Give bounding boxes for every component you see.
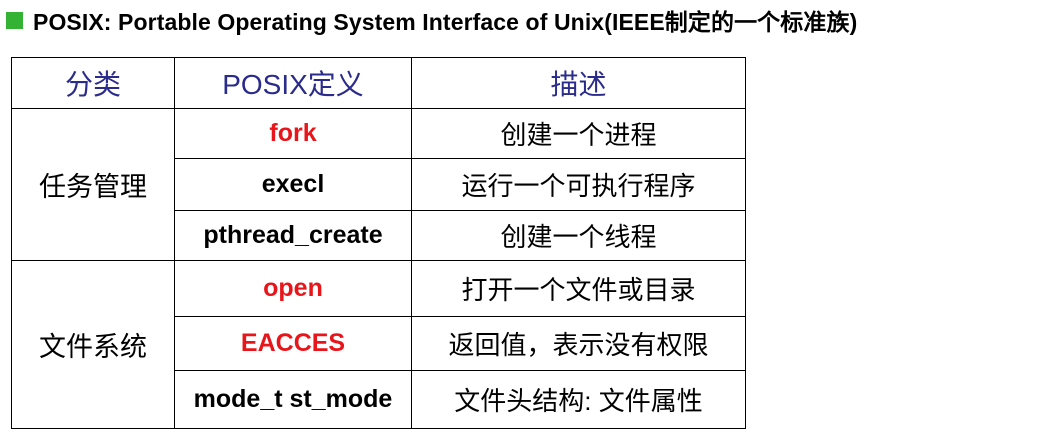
- header-definition: POSIX定义: [174, 57, 412, 109]
- header-category: 分类: [11, 57, 175, 109]
- definition-cell: mode_t st_mode: [174, 370, 412, 429]
- table-row: 任务管理 fork 创建一个进程: [11, 108, 746, 261]
- description-cell: 文件头结构: 文件属性: [411, 370, 746, 429]
- heading-text: POSIX: Portable Operating System Interfa…: [33, 9, 858, 35]
- description-cell: 打开一个文件或目录: [411, 260, 746, 317]
- description-text: 创建一个线程: [500, 222, 657, 252]
- definition-cell: EACCES: [174, 316, 412, 371]
- description-cell: 创建一个线程: [411, 210, 746, 261]
- category-cell-task-management: 任务管理: [11, 108, 175, 261]
- definition-cell: open: [174, 260, 412, 317]
- description-cell: 运行一个可执行程序: [411, 158, 746, 211]
- table-row: EACCES 返回值，表示没有权限: [12, 316, 746, 371]
- table-row: mode_t st_mode 文件头结构: 文件属性: [12, 370, 746, 429]
- posix-table: 分类 POSIX定义 描述 任务管理 fork 创建一个进程 execl 运行一…: [11, 57, 746, 429]
- definition-cell: pthread_create: [174, 210, 412, 261]
- green-square-bullet-icon: [6, 11, 23, 29]
- definition-cell: fork: [174, 108, 412, 159]
- table-row: execl 运行一个可执行程序: [12, 158, 746, 211]
- description-text: 创建一个进程: [500, 120, 657, 150]
- slide-heading: POSIX: Portable Operating System Interfa…: [6, 4, 857, 36]
- definition-cell: execl: [174, 158, 412, 211]
- header-definition-cjk: 定义: [307, 69, 364, 100]
- table-row: 文件系统 open 打开一个文件或目录: [11, 260, 746, 429]
- description-text: 运行一个可执行程序: [461, 171, 696, 201]
- description-cell: 创建一个进程: [411, 108, 746, 159]
- table-header-row: 分类 POSIX定义 描述: [11, 57, 746, 109]
- description-cell: 返回值，表示没有权限: [411, 316, 746, 371]
- description-text: 返回值，表示没有权限: [448, 330, 709, 360]
- description-text: 打开一个文件或目录: [461, 275, 696, 305]
- header-description: 描述: [411, 57, 746, 109]
- header-definition-latin: POSIX: [222, 69, 308, 100]
- description-text: 文件头结构: 文件属性: [454, 386, 703, 416]
- category-cell-file-system: 文件系统: [11, 260, 175, 429]
